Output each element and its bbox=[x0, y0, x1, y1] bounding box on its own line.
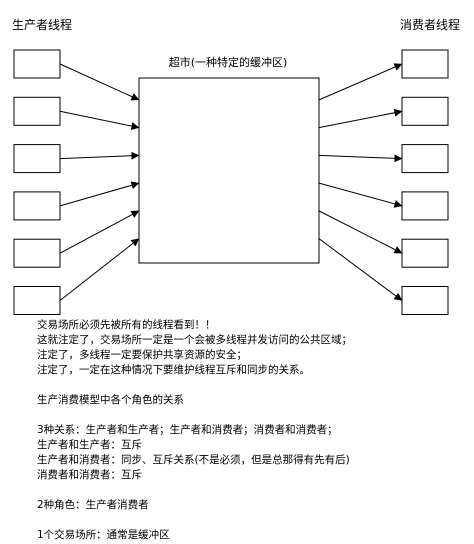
consumer-arrow bbox=[318, 182, 403, 208]
notes-line bbox=[37, 483, 467, 498]
producer-threads-label: 生产者线程 bbox=[12, 17, 72, 32]
notes-line: 生产者和消费者：同步、互斥关系(不是必须，但是总那得有先有后) bbox=[37, 454, 350, 466]
consumer-arrow bbox=[318, 154, 403, 163]
producer-thread-box bbox=[13, 286, 61, 315]
notes-line bbox=[37, 378, 467, 393]
consumer-arrow bbox=[318, 63, 403, 101]
producer-arrow bbox=[59, 181, 140, 207]
consumer-group bbox=[401, 49, 449, 315]
buffer-box bbox=[138, 77, 320, 264]
notes-line: 这就注定了，交易场所一定是一个会被多线程并发访问的公共区域； bbox=[37, 334, 352, 346]
notes-line: 消费者和消费者：互斥 bbox=[37, 469, 142, 481]
notes-line bbox=[37, 408, 467, 423]
notes-text: 交易场所必须先被所有的线程看到！！ 这就注定了，交易场所一定是一个会被多线程并发访… bbox=[37, 318, 467, 543]
buffer-label: 超市(一种特定的缓冲区) bbox=[169, 55, 288, 69]
notes-line: 注定了，多线程一定要保护共享资源的安全； bbox=[37, 349, 247, 361]
producer-thread-box bbox=[13, 191, 61, 221]
producer-group bbox=[13, 49, 61, 315]
arrow-group bbox=[59, 63, 403, 301]
notes-line: 交易场所必须先被所有的线程看到！！ bbox=[37, 319, 216, 331]
notes-line: 生产者和生产者：互斥 bbox=[37, 439, 142, 451]
producer-arrow bbox=[59, 210, 140, 254]
notes-line bbox=[37, 513, 467, 528]
producer-consumer-diagram: 生产者线程 消费者线程 超市(一种特定的缓冲区) bbox=[12, 17, 460, 315]
consumer-thread-box bbox=[401, 191, 449, 221]
producer-thread-box bbox=[13, 96, 61, 126]
producer-arrow bbox=[59, 238, 140, 301]
notes-line: 3种关系：生产者和生产者；生产者和消费者；消费者和消费者； bbox=[37, 424, 338, 436]
producer-arrow bbox=[59, 151, 140, 160]
consumer-thread-box bbox=[401, 144, 449, 174]
consumer-threads-label: 消费者线程 bbox=[400, 17, 460, 32]
consumer-arrow bbox=[318, 108, 403, 129]
notes-line: 注定了，一定在这种情况下要维护线程互斥和同步的关系。 bbox=[37, 364, 310, 376]
consumer-arrow bbox=[318, 210, 403, 254]
consumer-thread-box bbox=[401, 49, 449, 79]
producer-thread-box bbox=[13, 49, 61, 79]
notes-line: 生产消费模型中各个角色的关系 bbox=[37, 394, 184, 406]
consumer-thread-box bbox=[401, 96, 449, 126]
consumer-arrow bbox=[318, 238, 403, 301]
producer-thread-box bbox=[13, 144, 61, 174]
notes-line: 2种角色：生产者消费者 bbox=[37, 499, 149, 511]
consumer-thread-box bbox=[401, 286, 449, 315]
consumer-thread-box bbox=[401, 238, 449, 268]
notes-line: 1个交易场所：通常是缓冲区 bbox=[37, 529, 170, 541]
producer-arrow bbox=[59, 63, 140, 101]
producer-thread-box bbox=[13, 238, 61, 268]
producer-arrow bbox=[59, 110, 140, 131]
